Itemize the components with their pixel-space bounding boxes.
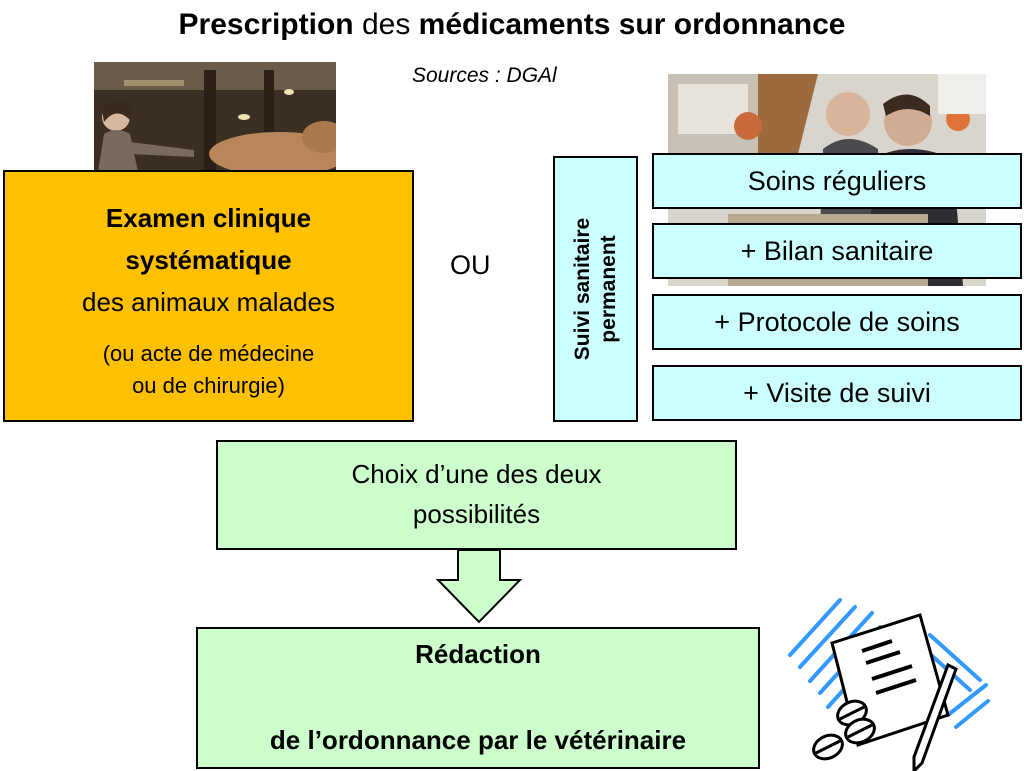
prescription-clipart-icon (788, 598, 990, 771)
item-visite-suivi: + Visite de suivi (652, 365, 1022, 421)
barn-photo (94, 62, 336, 172)
clinical-exam-box: Examen clinique systématique des animaux… (3, 170, 414, 422)
health-monitoring-line-1: Suivi sanitaire (570, 217, 594, 361)
choice-box: Choix d’une des deux possibilités (216, 440, 737, 550)
exam-line-2: systématique (125, 245, 292, 275)
health-monitoring-label: Suivi sanitaire permanent (570, 218, 622, 360)
exam-line-4: (ou acte de médecine (102, 341, 315, 366)
redaction-line-1: Rédaction (415, 639, 541, 669)
item-bilan-sanitaire: + Bilan sanitaire (652, 223, 1022, 279)
item-protocole-soins: + Protocole de soins (652, 294, 1022, 350)
redaction-box: Rédaction de l’ordonnance par le vétérin… (196, 627, 760, 769)
item-soins-reguliers: Soins réguliers (652, 153, 1022, 209)
title-part3: médicaments sur ordonnance (418, 8, 846, 41)
or-label: OU (450, 250, 491, 280)
exam-line-1: Examen clinique (105, 203, 312, 233)
title-part1: Prescription (178, 8, 354, 41)
page-title: Prescription des médicaments sur ordonna… (0, 6, 1024, 44)
subtitle-sources: Sources : DGAl (412, 64, 557, 87)
redaction-line-2: de l’ordonnance par le vétérinaire (269, 725, 687, 755)
health-monitoring-line-2: permanent (596, 235, 620, 343)
title-part2: des (353, 8, 419, 41)
down-arrow-icon (436, 549, 522, 624)
choice-line-2: possibilités (412, 499, 541, 529)
exam-line-3: des animaux malades (82, 287, 335, 317)
health-monitoring-box: Suivi sanitaire permanent (553, 156, 638, 422)
choice-line-1: Choix d’une des deux (351, 459, 602, 489)
exam-line-5: ou de chirurgie) (132, 373, 285, 398)
